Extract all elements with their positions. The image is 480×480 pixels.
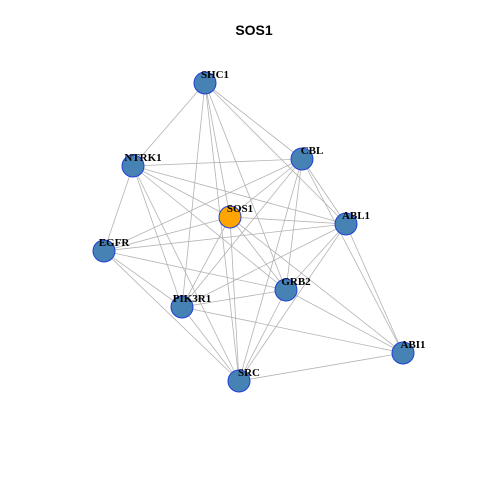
node-circle-ntrk1 (121, 154, 145, 178)
edge-egfr-pik3r1 (103, 250, 183, 308)
edge-grb2-abi1 (285, 289, 404, 354)
edge-shc1-ntrk1 (132, 82, 206, 167)
edge-cbl-abi1 (301, 158, 404, 354)
node-label-ntrk1: NTRK1 (124, 152, 161, 164)
edge-cbl-egfr (103, 158, 303, 252)
node-circle-abl1 (334, 212, 358, 236)
edge-grb2-src (238, 289, 287, 382)
node-label-shc1: SHC1 (201, 69, 229, 81)
edge-shc1-grb2 (204, 82, 287, 291)
node-circle-sos1 (218, 205, 242, 229)
edge-pik3r1-src (181, 306, 240, 382)
edge-sos1-grb2 (229, 216, 287, 291)
edge-shc1-abl1 (204, 82, 347, 225)
node-ntrk1: NTRK1 (121, 152, 162, 178)
edge-abl1-egfr (103, 223, 347, 252)
node-label-egfr: EGFR (99, 237, 131, 249)
node-label-pik3r1: PIK3R1 (173, 293, 212, 305)
edge-cbl-sos1 (229, 158, 303, 218)
node-sos1: SOS1 (218, 203, 253, 229)
node-label-sos1: SOS1 (227, 203, 253, 215)
edge-sos1-abl1 (229, 216, 347, 225)
edge-ntrk1-src (132, 165, 240, 382)
edge-sos1-egfr (103, 216, 231, 252)
edge-sos1-pik3r1 (181, 216, 231, 308)
edge-shc1-sos1 (204, 82, 231, 218)
diagram-title: SOS1 (235, 22, 273, 38)
edge-cbl-abl1 (301, 158, 347, 225)
node-cbl: CBL (290, 145, 324, 171)
edge-ntrk1-grb2 (132, 165, 287, 291)
edge-sos1-src (229, 216, 240, 382)
edge-abl1-src (238, 223, 347, 382)
node-label-cbl: CBL (301, 145, 324, 157)
node-abl1: ABL1 (334, 210, 370, 236)
node-src: SRC (227, 367, 260, 393)
edge-egfr-grb2 (103, 250, 287, 291)
edge-sos1-abi1 (229, 216, 404, 354)
edge-abl1-abi1 (345, 223, 404, 354)
node-shc1: SHC1 (193, 69, 229, 95)
edge-abi1-src (238, 352, 404, 382)
node-circle-pik3r1 (170, 295, 194, 319)
node-circle-shc1 (193, 71, 217, 95)
node-label-abi1: ABI1 (400, 339, 425, 351)
edge-egfr-src (103, 250, 240, 382)
node-circle-egfr (92, 239, 116, 263)
edge-ntrk1-abl1 (132, 165, 347, 225)
edge-shc1-pik3r1 (181, 82, 206, 308)
edge-pik3r1-abi1 (181, 306, 404, 354)
edge-layer (103, 82, 404, 382)
edge-grb2-pik3r1 (181, 289, 287, 308)
node-label-src: SRC (238, 367, 260, 379)
node-pik3r1: PIK3R1 (170, 293, 212, 319)
node-circle-cbl (290, 147, 314, 171)
edge-cbl-grb2 (285, 158, 303, 291)
edge-cbl-ntrk1 (132, 158, 303, 167)
node-grb2: GRB2 (274, 276, 311, 302)
node-circle-grb2 (274, 278, 298, 302)
node-egfr: EGFR (92, 237, 131, 263)
edge-ntrk1-sos1 (132, 165, 231, 218)
node-circle-abi1 (391, 341, 415, 365)
node-label-grb2: GRB2 (281, 276, 311, 288)
node-label-abl1: ABL1 (342, 210, 370, 222)
edge-abl1-pik3r1 (181, 223, 347, 308)
edge-shc1-cbl (204, 82, 303, 160)
edge-ntrk1-egfr (103, 165, 134, 252)
node-circle-src (227, 369, 251, 393)
edge-abl1-grb2 (285, 223, 347, 291)
node-abi1: ABI1 (391, 339, 426, 365)
